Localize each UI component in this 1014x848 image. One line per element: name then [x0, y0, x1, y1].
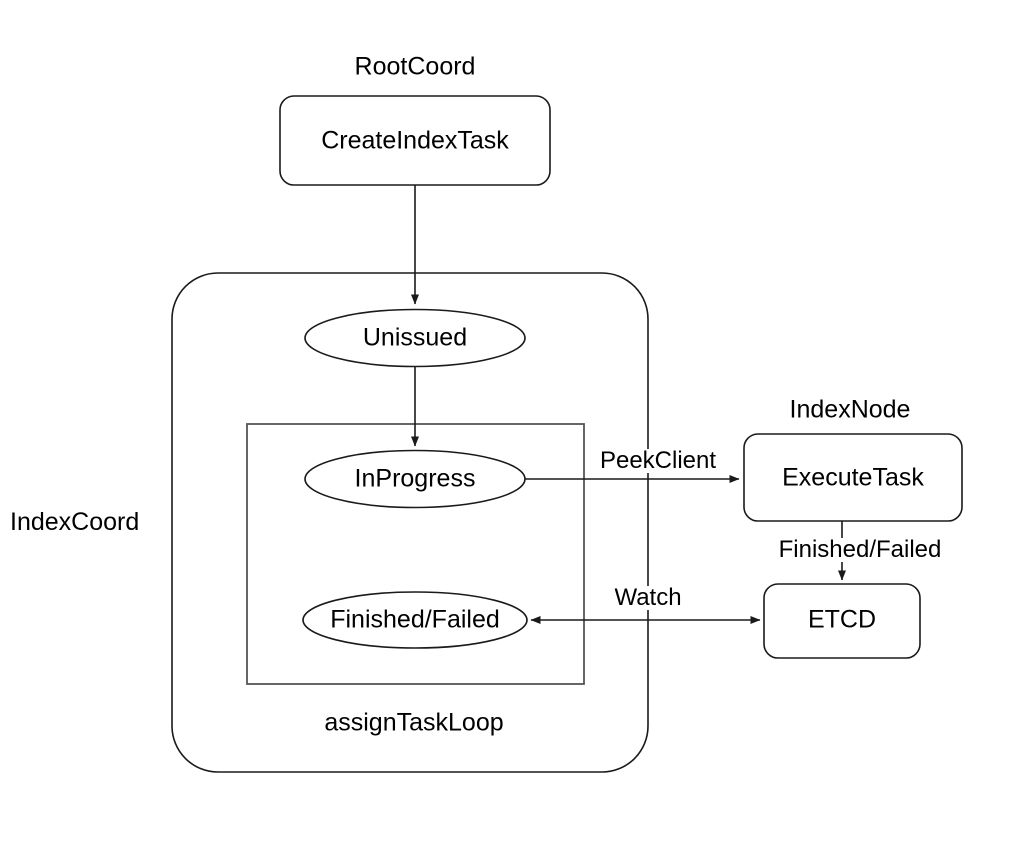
group-label-rootcoord: RootCoord	[354, 52, 476, 81]
edge-label-watch: Watch	[612, 584, 684, 611]
edge-label-finished-failed: Finished/Failed	[776, 536, 944, 563]
node-label-etcd[interactable]: ETCD	[807, 605, 877, 634]
node-label-create-index-task[interactable]: CreateIndexTask	[321, 126, 509, 155]
node-label-unissued[interactable]: Unissued	[362, 323, 468, 352]
node-finished-failed-shape[interactable]	[302, 591, 528, 649]
node-etcd-shape[interactable]	[763, 583, 921, 659]
node-label-inprogress[interactable]: InProgress	[354, 464, 476, 493]
node-label-execute-task[interactable]: ExecuteTask	[782, 463, 924, 492]
group-label-assigntaskloop: assignTaskLoop	[324, 708, 504, 737]
node-unissued-shape[interactable]	[304, 308, 526, 368]
node-execute-task-shape[interactable]	[743, 433, 963, 522]
edge-label-peekclient: PeekClient	[597, 447, 719, 474]
group-label-indexnode: IndexNode	[789, 395, 911, 424]
group-label-indexcoord: IndexCoord	[10, 508, 140, 536]
node-label-finished-failed[interactable]: Finished/Failed	[330, 605, 500, 634]
group-indexcoord-container	[171, 272, 649, 773]
